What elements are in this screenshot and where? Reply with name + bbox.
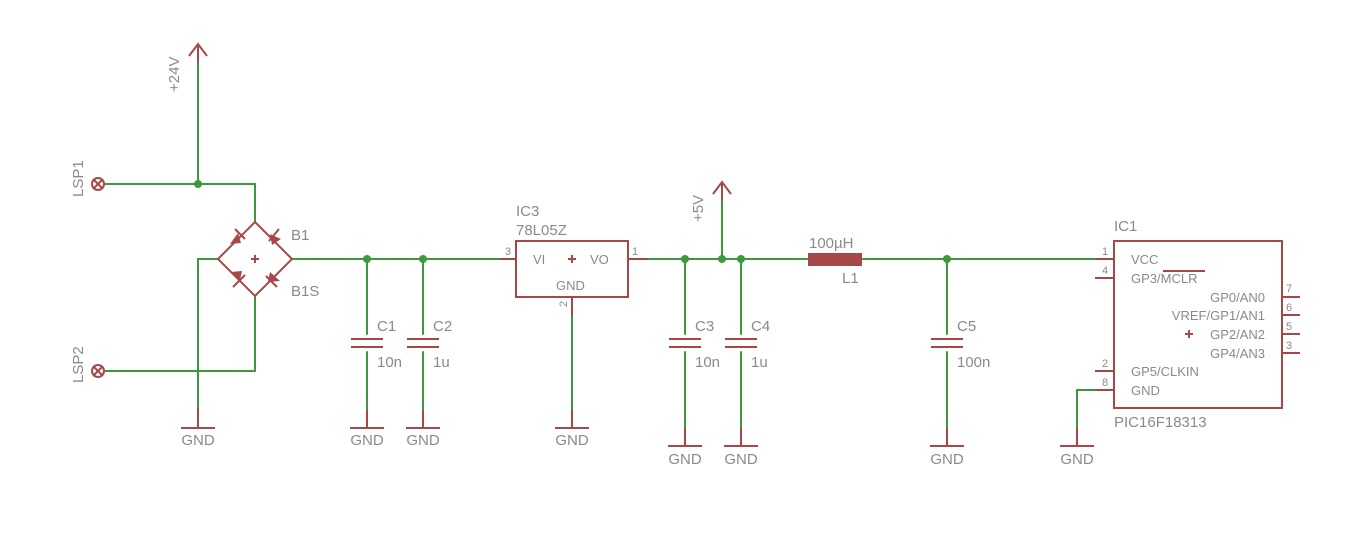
regulator-vi-label: VI: [533, 252, 545, 267]
capacitor-c4: C4 1u: [725, 318, 770, 371]
connector-lsp1-label: LSP1: [70, 160, 87, 197]
mcu-pin-label: GP0/AN0: [1210, 290, 1265, 305]
ground-label: GND: [1060, 451, 1094, 468]
connector-lsp2-label: LSP2: [70, 346, 87, 383]
regulator-vo-label: VO: [590, 252, 609, 267]
mcu-pin-label: GP2/AN2: [1210, 327, 1265, 342]
ground-label: GND: [406, 432, 440, 449]
ground-label: GND: [930, 451, 964, 468]
capacitor-c2-value: 1u: [433, 354, 450, 371]
connector-lsp1: LSP1: [70, 160, 105, 197]
capacitor-c3: C3 10n: [669, 318, 720, 371]
mcu-pin-num: 7: [1286, 283, 1292, 295]
mcu-pin-label: VCC: [1131, 252, 1158, 267]
capacitor-c5: C5 100n: [931, 318, 990, 371]
ground-label: GND: [724, 451, 758, 468]
mcu-pin-num: 4: [1102, 265, 1108, 277]
supply-24v-label: +24V: [166, 57, 183, 92]
capacitor-c5-value: 100n: [957, 354, 990, 371]
ground-label: GND: [350, 432, 384, 449]
ground-c4: GND: [724, 428, 758, 468]
capacitor-c1: C1 10n: [351, 318, 402, 371]
connector-lsp2: LSP2: [70, 346, 105, 383]
capacitor-c5-name: C5: [957, 318, 976, 335]
mcu-value: PIC16F18313: [1114, 414, 1207, 431]
bridge-name-label: B1: [291, 227, 309, 244]
mcu-name: IC1: [1114, 218, 1137, 235]
mcu-pin-num: 6: [1286, 302, 1292, 314]
capacitor-c4-name: C4: [751, 318, 770, 335]
ground-regulator: GND: [555, 410, 589, 449]
mcu-ic1: IC1 PIC16F18313 1 4 2 8 VCC GP3/MCLR GP5…: [1095, 218, 1300, 431]
mcu-pin-num: 2: [1102, 358, 1108, 370]
bridge-name2-label: B1S: [291, 283, 319, 300]
ground-c3: GND: [668, 428, 702, 468]
mcu-pin-label: GP5/CLKIN: [1131, 364, 1199, 379]
junction-dot: [194, 180, 202, 188]
mcu-pin-label: VREF/GP1/AN1: [1172, 308, 1265, 323]
junctions: [194, 180, 951, 263]
supply-24v: +24V: [166, 42, 208, 92]
inductor-l1: 100µH L1: [808, 235, 862, 287]
mcu-pin-num: 5: [1286, 321, 1292, 333]
ground-label: GND: [181, 432, 215, 449]
mcu-pin-label: GP3/MCLR: [1131, 271, 1197, 286]
capacitor-c2: C2 1u: [407, 318, 452, 371]
supply-5v-label: +5V: [690, 195, 707, 222]
capacitor-c2-name: C2: [433, 318, 452, 335]
regulator-ic3: IC3 78L05Z VI VO GND 3 1 2: [500, 203, 648, 316]
mcu-pin-num: 3: [1286, 340, 1292, 352]
capacitor-c3-name: C3: [695, 318, 714, 335]
capacitor-c1-value: 10n: [377, 354, 402, 371]
regulator-gnd-label: GND: [556, 278, 585, 293]
junction-dot: [419, 255, 427, 263]
capacitor-c3-value: 10n: [695, 354, 720, 371]
ground-label: GND: [555, 432, 589, 449]
junction-dot: [943, 255, 951, 263]
regulator-name: IC3: [516, 203, 539, 220]
capacitor-c1-name: C1: [377, 318, 396, 335]
regulator-pin-in: 3: [505, 246, 511, 258]
inductor-name: L1: [842, 270, 859, 287]
regulator-pin-gnd: 2: [558, 301, 570, 307]
ground-mcu: GND: [1060, 428, 1094, 468]
bridge-rectifier: B1 B1S: [216, 220, 319, 300]
mcu-pin-num: 1: [1102, 246, 1108, 258]
mcu-pin-num: 8: [1102, 377, 1108, 389]
ground-c2: GND: [406, 410, 440, 449]
regulator-value: 78L05Z: [516, 222, 567, 239]
ground-label: GND: [668, 451, 702, 468]
mcu-pin-label: GND: [1131, 383, 1160, 398]
wires: [103, 54, 1096, 429]
inductor-value: 100µH: [809, 235, 854, 252]
ground-c5: GND: [930, 428, 964, 468]
mcu-pin-label: GP4/AN3: [1210, 346, 1265, 361]
capacitor-c4-value: 1u: [751, 354, 768, 371]
junction-dot: [363, 255, 371, 263]
ground-bridge: GND: [181, 408, 215, 449]
ground-c1: GND: [350, 410, 384, 449]
junction-dot: [737, 255, 745, 263]
supply-5v: +5V: [690, 180, 732, 222]
junction-dot: [681, 255, 689, 263]
junction-dot: [718, 255, 726, 263]
regulator-pin-out: 1: [632, 246, 638, 258]
